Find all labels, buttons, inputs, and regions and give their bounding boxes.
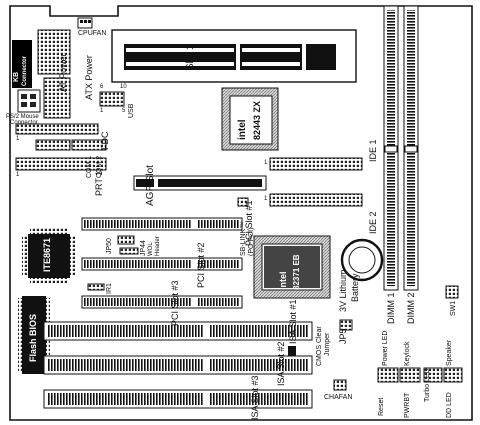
com2-connector [35,139,71,151]
front-panel-speaker [443,367,463,383]
ps2-mouse-connector [17,89,41,113]
jp50-jumper [117,235,135,245]
reset-label: Reset [378,397,385,416]
sw1-switch [445,285,459,299]
kb-label: KB [13,71,20,82]
jp50-label: JP50 [106,238,113,254]
kb-connector [12,40,32,88]
isa-slot3-label: ISA Slot #3 [250,375,260,420]
pci-slot-1 [81,217,243,231]
pci-slot-2 [81,257,243,271]
pwrbt-label: PWRBT [404,392,411,418]
agp-slot-label: AGP Slot [145,165,156,206]
at-power-label: AT Power [58,53,68,92]
dimm2-label: DIMM 2 [406,292,416,325]
kb-connector-label: Connector [22,56,28,86]
com1-connector [71,139,107,151]
ide1-connector [269,157,363,171]
pci-slot-3 [81,295,243,309]
sblink-label: SB-LINK™ [240,221,247,256]
southbridge-intel-label: intel [278,271,288,290]
ide2-connector [269,193,363,207]
ide2-pin1: 1 [264,196,268,202]
ps2-label-1: PS/2 Mouse [6,114,39,120]
flash-bios-chip [22,296,46,374]
prt-pin1: 1 [16,172,20,178]
speaker-label: Speaker [446,339,453,366]
front-panel-reset-power-led [377,367,399,383]
slot1-label: Slot 1 [185,44,196,70]
ide1-label: IDE 1 [368,139,378,162]
lithium-battery [340,238,384,282]
cmos-jumper-label: Jumper [324,332,331,356]
prt1-connector [15,157,107,171]
battery-label-2: Battery [350,273,360,302]
dimm-2-slot [403,5,419,291]
chafan-label: CHAFAN [324,394,353,401]
at-power-connector [37,29,71,75]
wol-label: WOL [148,242,154,256]
ps2-label-2: Connector [10,120,38,126]
flash-bios-label: Flash BIOS [28,313,38,362]
jp44-label: JP44 [140,240,147,256]
atx-power-connector [43,77,71,119]
jp44-wol-header [119,247,139,255]
pci-slot2-label: PCI Slot #2 [196,242,206,288]
jp5-cmos-jumper [339,319,353,331]
front-panel-keylock [399,367,421,383]
keylock-label: Keylock [404,341,411,366]
isa-slot2-label: ISA Slot #2 [276,341,286,386]
cpufan-label: CPUFAN [78,30,107,37]
ite8671-label: ITE8671 [42,237,52,272]
fdc-pin1: 1 [16,136,20,142]
atx-power-label: ATX Power [84,55,94,100]
isa-slot1-label: ISA Slot #1 [288,299,298,344]
com1-label: COM 1 [86,155,93,178]
battery-label-1: 3V Lithium [338,269,348,312]
isa-slot-3 [43,389,313,409]
northbridge-intel-label: intel [237,119,248,140]
wol-header-label: Header [155,236,161,256]
usb-label: USB [128,103,135,118]
isa-slot-2 [43,355,313,375]
ir1-header [87,283,105,291]
usb-pin6: 6 [100,84,104,90]
southbridge-model-label: 82371 EB [292,254,301,290]
turbo-led-label: Turbo LED [424,368,431,402]
usb-pin10: 10 [120,84,127,90]
ide1-pin1: 1 [264,160,268,166]
chafan-header [333,379,347,391]
dimm1-label: DIMM 1 [386,292,396,325]
jp5-label: JP5 [338,328,348,344]
sblink-sub-label: (PC-PCI) [248,227,255,256]
northbridge-model-label: 82443 ZX [252,100,262,140]
fdc-label: FDC [100,131,110,151]
usb-pin5: 5 [122,108,126,114]
ite8671-chip [22,228,76,284]
northbridge-chip [229,95,273,145]
sw1-label: SW1 [450,300,457,316]
dimm-1-slot [383,5,399,291]
cmos-clear-label: CMOS Clear [316,326,323,366]
dd-led-label: DD LED [446,392,453,418]
ir1-label: IR1 [106,283,113,294]
isa-slot-1 [43,321,313,341]
pci-slot3-label: PCI Slot #3 [170,280,180,326]
front-panel-turbo-led [423,367,443,383]
ide2-label: IDE 2 [368,211,378,234]
usb-pin1: 1 [100,108,104,114]
power-led-label: Power LED [382,330,389,366]
prt1-label: PRT 1 [94,170,104,196]
usb-header [99,91,125,107]
fdc-connector [15,123,99,135]
